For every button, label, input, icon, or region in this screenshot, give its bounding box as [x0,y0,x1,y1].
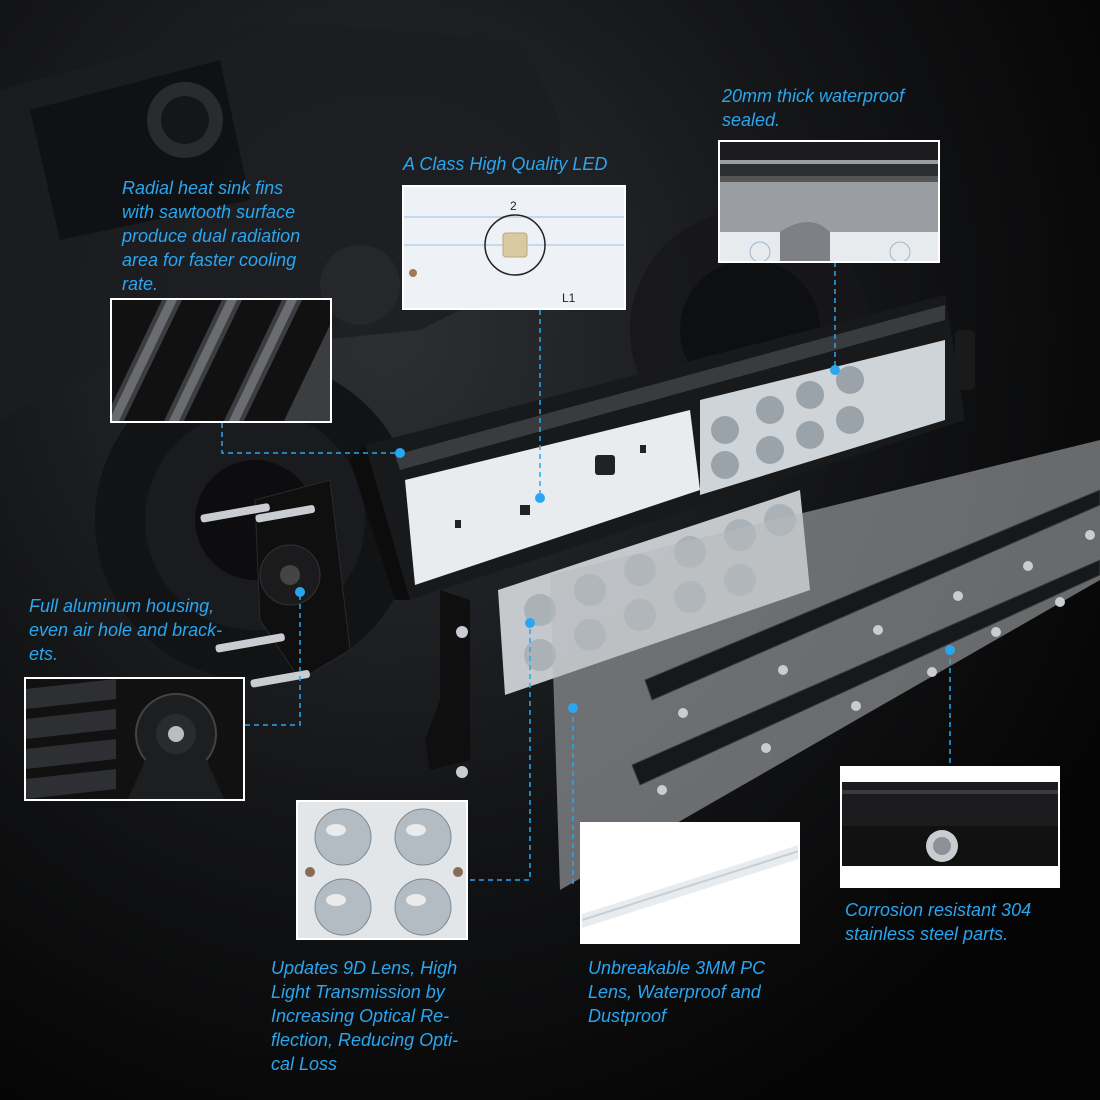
led-board-image [404,187,624,308]
heat-sink-inset [110,298,332,423]
led-board-label: L1 [562,291,576,305]
stainless-steel-inset [840,766,1060,888]
housing-caption: Full aluminum housing, even air hole and… [29,596,223,664]
heat-sink-caption: Radial heat sink fins with sawtooth surf… [122,178,301,294]
pc-lens-caption: Unbreakable 3MM PC Lens, Waterproof and … [588,958,766,1026]
stainless-caption: Corrosion resistant 304 stainless steel … [845,900,1032,944]
lens-9d-caption: Updates 9D Lens, High Light Transmission… [271,958,459,1074]
pc-lens-inset [580,822,800,944]
housing-bracket-inset [24,677,245,801]
led-chip-inset: 2 L1 [402,185,626,310]
steel-rail-image [842,768,1058,886]
led-caption: A Class High Quality LED [403,154,608,174]
heat-sink-fins-image [112,300,330,421]
lens-closeup-image [298,802,466,938]
bracket-closeup-image [26,679,243,799]
waterproof-caption: 20mm thick waterproof sealed. [722,86,905,130]
led-pin-label: 2 [510,199,517,213]
lens-9d-inset [296,800,468,940]
pc-lens-sheet-image [582,824,798,942]
seal-profile-image [720,142,938,261]
waterproof-seal-inset [718,140,940,263]
